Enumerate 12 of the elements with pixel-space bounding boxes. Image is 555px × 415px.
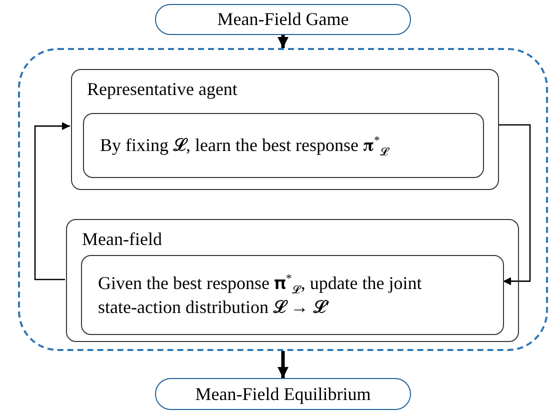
arrow bbox=[34, 122, 70, 280]
group-title: Representative agent bbox=[87, 79, 238, 100]
arrow bbox=[277, 351, 289, 378]
group-title: Mean-field bbox=[82, 229, 162, 250]
arrow bbox=[277, 35, 289, 48]
terminal-box: Mean-Field Equilibrium bbox=[155, 378, 411, 410]
terminal-box: Mean-Field Game bbox=[155, 4, 411, 35]
process-box: Given the best response 𝛑$^{*}$$_{𝓛}$, update the joint state-action distribution 𝓛 → 𝓛′ bbox=[81, 255, 504, 335]
arrow bbox=[498, 124, 531, 286]
dashed-region bbox=[18, 48, 548, 351]
group-box bbox=[71, 69, 499, 190]
group-box bbox=[66, 219, 519, 342]
